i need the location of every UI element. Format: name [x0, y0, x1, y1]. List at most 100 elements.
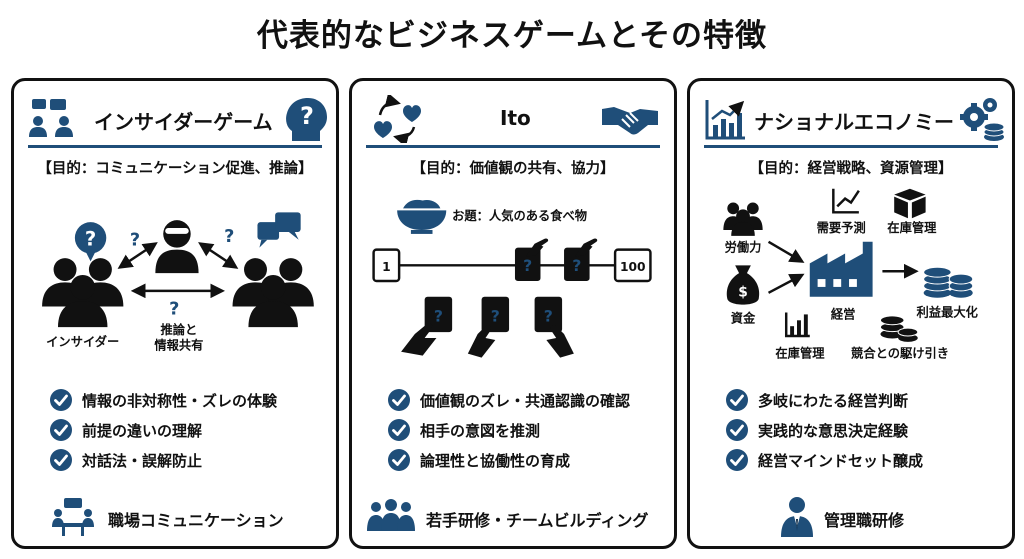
purpose-text: 【目的：コミュニケーション促進、推論】: [37, 161, 313, 177]
capital-label: 資金: [731, 310, 756, 325]
gears-coins-icon: [960, 98, 1005, 141]
svg-text:?: ?: [130, 231, 140, 251]
svg-text:?: ?: [572, 256, 581, 275]
bullet-item: 多岐にわたる経営判断: [726, 385, 923, 415]
bullet-list: 多岐にわたる経営判断 実践的な意思決定経験 経営マインドセット醸成: [726, 385, 923, 475]
svg-text:?: ?: [544, 306, 553, 325]
svg-text:?: ?: [224, 227, 234, 247]
card-insider-game: インサイダーゲーム ? 【目的：コミュニケーション促進、推論】 ?: [11, 78, 339, 549]
check-icon: [50, 389, 72, 411]
center-label-1: 推論と: [161, 322, 198, 337]
card-hand-4: ?: [467, 296, 510, 358]
page-title: 代表的なビジネスゲームとその特徴: [256, 18, 768, 54]
svg-text:?: ?: [300, 102, 314, 130]
svg-text:?: ?: [491, 306, 500, 325]
labor-label: 労働力: [725, 240, 762, 255]
svg-text:?: ?: [169, 299, 179, 319]
chart-up-icon: [705, 100, 745, 140]
demand-label: 需要予測: [817, 220, 866, 235]
inventory-top-label: 在庫管理: [887, 220, 937, 235]
card-title: ナショナルエコノミー: [754, 110, 954, 134]
insider-illustration: ? ? ? ? 推論と 情報共有 インサイダー: [42, 212, 314, 353]
svg-text:?: ?: [523, 256, 532, 275]
bullet-item: 前提の違いの理解: [50, 415, 277, 445]
center-label-2: 情報共有: [154, 338, 203, 353]
economy-illustration: 労働力 $ 資金 需要予測 在庫管理 経営: [723, 188, 979, 361]
card-title: インサイダーゲーム: [94, 110, 273, 134]
ito-illustration: お題：人気のある食べ物 1 100 ? ? ? ?: [372, 199, 652, 358]
bullet-item: 対話法・誤解防止: [50, 445, 277, 475]
bowl-icon: [397, 199, 447, 234]
card-header: インサイダーゲーム ?: [14, 95, 336, 143]
purpose-text: 【目的：価値観の共有、協力】: [411, 161, 615, 177]
card-hand-1: ?: [514, 238, 549, 282]
bullet-list: 価値観のズレ・共通認識の確認 相手の意図を推測 論理性と協働性の育成: [388, 385, 630, 475]
head-question-icon: ?: [286, 98, 327, 141]
question-bubble-icon: ?: [74, 222, 107, 262]
team-group: [232, 258, 314, 328]
profit-label: 利益最大化: [917, 304, 979, 319]
footer-label: 管理職研修: [824, 511, 905, 530]
card-footer: 管理職研修: [690, 495, 1012, 539]
coins-icon: [923, 266, 974, 298]
team-chat-icon: [29, 99, 73, 137]
handshake-icon: [602, 107, 658, 135]
chat-bubbles-icon: [257, 212, 301, 248]
competition-label: 競合との駆け引き: [851, 346, 949, 361]
bullet-list: 情報の非対称性・ズレの体験 前提の違いの理解 対話法・誤解防止: [50, 385, 277, 475]
money-bag-icon: $: [726, 265, 760, 305]
check-icon: [388, 389, 410, 411]
header-rule: [28, 145, 322, 148]
insider-label: インサイダー: [46, 334, 119, 349]
team-icon: [367, 499, 415, 531]
topic-label: お題：人気のある食べ物: [452, 208, 587, 223]
header-rule: [704, 145, 998, 148]
svg-text:100: 100: [620, 260, 646, 274]
svg-text:?: ?: [434, 306, 443, 325]
demand-chart-icon: [832, 188, 860, 214]
card-national-economy: ナショナルエコノミー 【目的：経営戦略、資源管理】 労働力 $: [687, 78, 1015, 549]
management-label: 経営: [831, 306, 856, 321]
box-icon: [894, 188, 926, 219]
check-icon: [726, 419, 748, 441]
competition-coins-icon: [879, 315, 919, 342]
meeting-icon: [52, 498, 94, 536]
check-icon: [726, 389, 748, 411]
check-icon: [50, 449, 72, 471]
footer-label: 若手研修・チームビルディング: [426, 511, 649, 530]
bullet-item: 相手の意図を推測: [388, 415, 630, 445]
inventory-bottom-label: 在庫管理: [775, 346, 825, 361]
scale-min-card: [372, 248, 401, 283]
footer-label: 職場コミュニケーション: [108, 511, 284, 530]
card-hand-5: ?: [534, 296, 574, 358]
card-header: ナショナルエコノミー: [690, 95, 1012, 143]
card-footer: 若手研修・チームビルディング: [352, 495, 674, 539]
header-rule: [366, 145, 660, 148]
check-icon: [50, 419, 72, 441]
card-footer: 職場コミュニケーション: [14, 495, 336, 539]
insider-group: [42, 258, 124, 328]
bullet-item: 価値観のズレ・共通認識の確認: [388, 385, 630, 415]
scale-max-card: [613, 248, 652, 283]
bullet-item: 情報の非対称性・ズレの体験: [50, 385, 277, 415]
manager-icon: [781, 497, 813, 537]
labor-icon: [723, 202, 763, 236]
bullet-item: 経営マインドセット醸成: [726, 445, 923, 475]
card-title: Ito: [500, 106, 531, 130]
check-icon: [388, 419, 410, 441]
svg-text:1: 1: [382, 260, 391, 274]
card-hand-3: ?: [401, 296, 453, 356]
factory-icon: [809, 241, 873, 297]
hearts-cycle-icon: [374, 95, 421, 143]
check-icon: [388, 449, 410, 471]
card-header: Ito: [352, 95, 674, 143]
bullet-item: 論理性と協働性の育成: [388, 445, 630, 475]
svg-text:?: ?: [85, 228, 96, 251]
check-icon: [726, 449, 748, 471]
bullet-item: 実践的な意思決定経験: [726, 415, 923, 445]
inventory-chart-icon: [784, 312, 810, 338]
masked-person-icon: [155, 220, 199, 274]
purpose-text: 【目的：経営戦略、資源管理】: [749, 161, 953, 177]
card-hand-2: ?: [564, 238, 598, 282]
svg-text:$: $: [738, 285, 748, 301]
